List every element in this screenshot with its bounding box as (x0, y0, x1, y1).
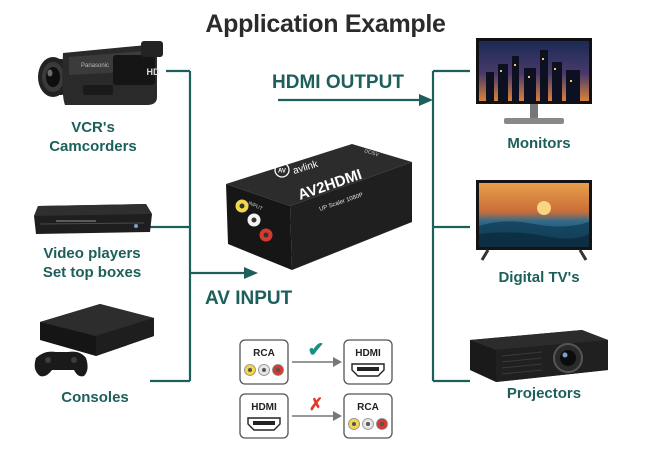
output-label-monitors: Monitors (507, 135, 571, 152)
projector-icon (470, 330, 608, 382)
hdmi-port-icon (351, 363, 385, 377)
output-label-projectors: Projectors (506, 385, 582, 402)
legend-hdmi-box (343, 339, 393, 385)
input-label-consoles: Consoles (61, 389, 129, 406)
input-name-camcorders: Camcorders (49, 138, 137, 155)
camcorder-icon: HD Panasonic (38, 41, 163, 105)
camcorder-brand: Panasonic (81, 63, 109, 69)
legend-rca-label-2: RCA (357, 402, 379, 413)
camcorder-hd-badge: HD (147, 67, 160, 77)
device-input-label: INPUT (247, 200, 263, 212)
dvd-player-icon (34, 204, 152, 234)
tv-icon (476, 180, 592, 261)
input-label-players: Video players Set top boxes (32, 244, 152, 282)
legend-hdmi-label-2: HDMI (251, 402, 277, 413)
input-name-video-players: Video players (43, 245, 141, 262)
legend-hdmi-label: HDMI (355, 348, 381, 359)
av2hdmi-converter: AV avlink DC/5V AV2HDMI UP Scaler 1080P … (226, 144, 412, 270)
output-label-tvs: Digital TV's (498, 269, 580, 286)
legend-cross-mark: ✗ (309, 395, 323, 414)
input-name-set-top-boxes: Set top boxes (42, 264, 142, 281)
legend-check-mark: ✔ (308, 339, 325, 361)
legend-rca-box-2 (343, 393, 393, 439)
compatibility-legend: RCA ✔ HDMI HDMI ✗ RCA (239, 339, 393, 439)
rca-ports (235, 199, 273, 242)
input-label-camcorders: VCR's Camcorders (38, 118, 148, 156)
svg-text:AV: AV (278, 169, 286, 175)
hdmi-output-arrowhead (419, 94, 433, 106)
av-input-label: AV INPUT (205, 288, 293, 309)
input-name-vcr: VCR's (71, 119, 115, 136)
avlink-logo-icon (274, 162, 290, 178)
av-input-arrowhead (244, 267, 258, 279)
hdmi-port-icon-2 (247, 417, 281, 431)
legend-hdmi-box-2 (239, 393, 289, 439)
converter-front-face (290, 162, 412, 270)
legend-rca-box (239, 339, 289, 385)
converter-top-face (226, 144, 412, 206)
hdmi-output-label: HDMI OUTPUT (272, 72, 404, 93)
device-power-label: DC/5V (363, 148, 379, 158)
page-title: Application Example (205, 10, 446, 38)
game-console-icon (34, 304, 154, 377)
monitor-icon (476, 38, 592, 124)
legend-rca-label: RCA (253, 348, 275, 359)
